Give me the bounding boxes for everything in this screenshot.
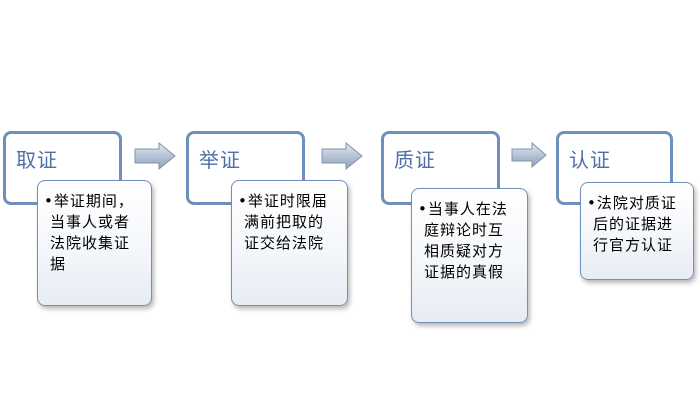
arrow-right-icon bbox=[134, 142, 176, 170]
stage-title-1: 取证 bbox=[16, 148, 58, 172]
stage-detail-2: •举证时限届满前把取的证交给法院 bbox=[231, 180, 348, 306]
stage-title-3: 质证 bbox=[394, 148, 436, 172]
stage-title-2: 举证 bbox=[199, 148, 241, 172]
stage-title-4: 认证 bbox=[569, 148, 611, 172]
stage-detail-text-2: •举证时限届满前把取的证交给法院 bbox=[238, 192, 328, 252]
arrow-right-icon bbox=[511, 142, 547, 168]
stage-detail-3: •当事人在法庭辩论时互相质疑对方证据的真假 bbox=[411, 188, 528, 323]
stage-detail-4: •法院对质证后的证据进行官方认证 bbox=[580, 182, 694, 280]
arrow-right-icon bbox=[321, 142, 363, 170]
stage-detail-text-4: •法院对质证后的证据进行官方认证 bbox=[587, 194, 677, 254]
stage-detail-text-1: •举证期间，当事人或者法院收集证据 bbox=[44, 192, 134, 273]
stage-detail-text-3: •当事人在法庭辩论时互相质疑对方证据的真假 bbox=[418, 200, 508, 281]
stage-detail-1: •举证期间，当事人或者法院收集证据 bbox=[37, 180, 152, 306]
